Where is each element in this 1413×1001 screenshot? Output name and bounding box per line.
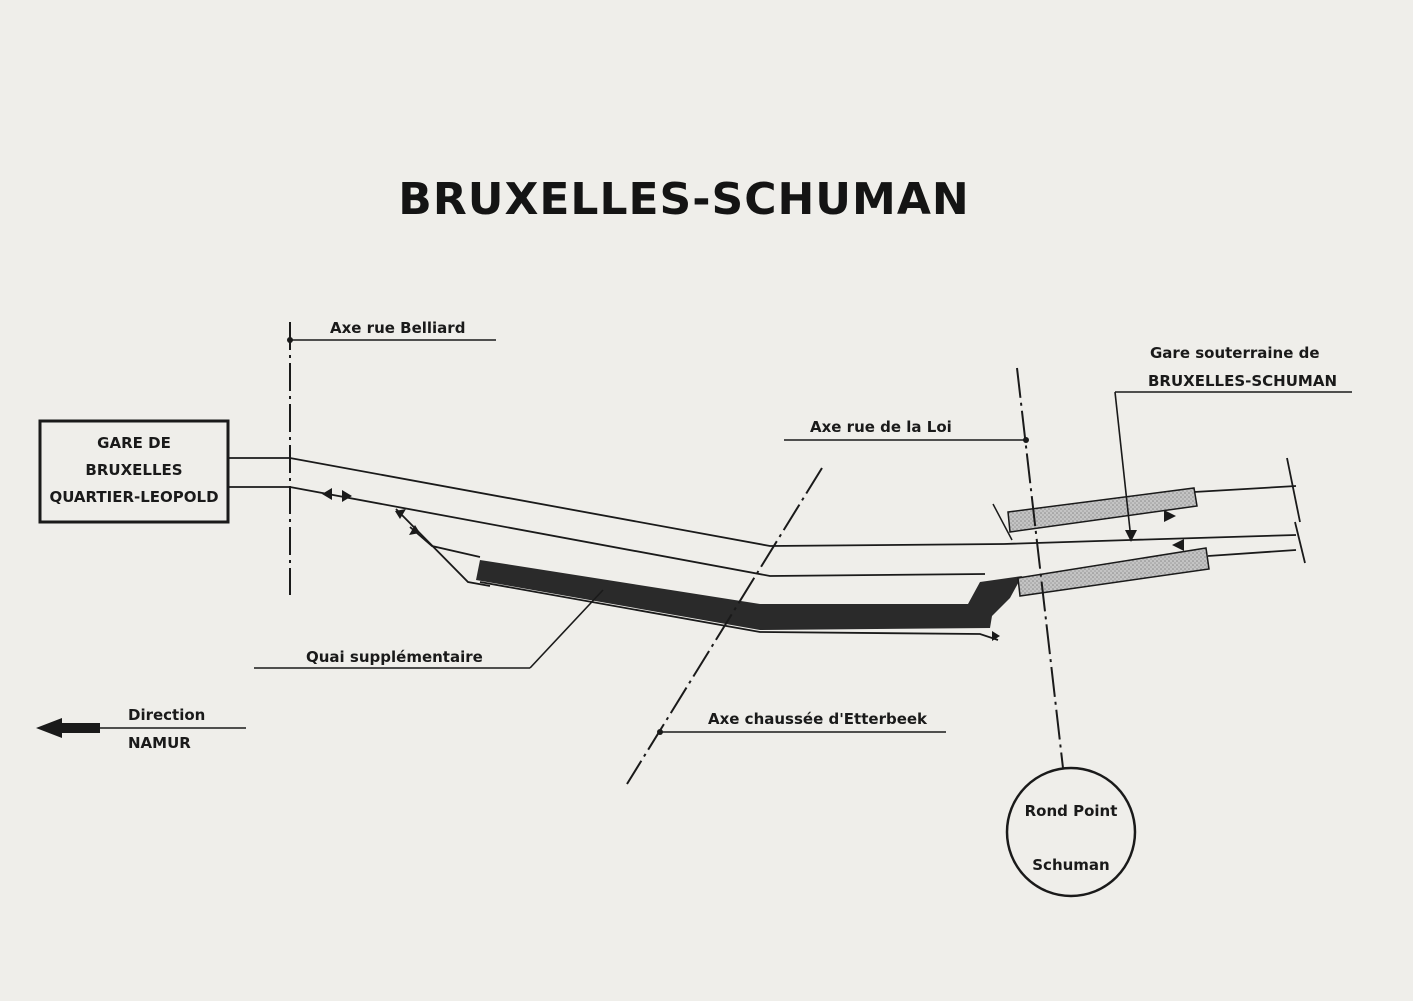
label-namur: NAMUR	[128, 734, 191, 752]
station-line-2: BRUXELLES	[85, 461, 182, 479]
arrow-left-icon	[36, 718, 100, 738]
station-line-3: QUARTIER-LEOPOLD	[49, 488, 218, 506]
label-gare-souterraine-2: BRUXELLES-SCHUMAN	[1148, 372, 1337, 390]
label-gare-souterraine-1: Gare souterraine de	[1150, 344, 1320, 362]
label-axe-loi: Axe rue de la Loi	[810, 418, 952, 436]
label-quai-supplementaire: Quai supplémentaire	[254, 589, 604, 669]
railway-tracks	[228, 457, 1306, 641]
rond-point-line-2: Schuman	[1032, 856, 1109, 874]
label-direction: Direction	[128, 706, 205, 724]
label-quai-supplementaire-text: Quai supplémentaire	[306, 648, 483, 666]
label-gare-souterraine: Gare souterraine de BRUXELLES-SCHUMAN	[1114, 344, 1352, 542]
rond-point-line-1: Rond Point	[1025, 802, 1118, 820]
quai-supplementaire-platform	[476, 560, 1022, 630]
label-axe-belliard: Axe rue Belliard	[330, 319, 465, 337]
schuman-underground-platforms	[992, 487, 1210, 597]
station-line-1: GARE DE	[97, 434, 171, 452]
station-box-quartier-leopold: GARE DE BRUXELLES QUARTIER-LEOPOLD	[38, 419, 230, 524]
axis-chaussee-etterbeek: Axe chaussée d'Etterbeek	[626, 467, 946, 785]
axis-rue-de-la-loi: Axe rue de la Loi	[784, 367, 1064, 769]
direction-namur: Direction NAMUR	[36, 706, 246, 752]
diagram-title: BRUXELLES-SCHUMAN	[398, 174, 969, 225]
rond-point-schuman: Rond Point Schuman	[1005, 766, 1137, 898]
label-axe-etterbeek: Axe chaussée d'Etterbeek	[708, 710, 928, 728]
